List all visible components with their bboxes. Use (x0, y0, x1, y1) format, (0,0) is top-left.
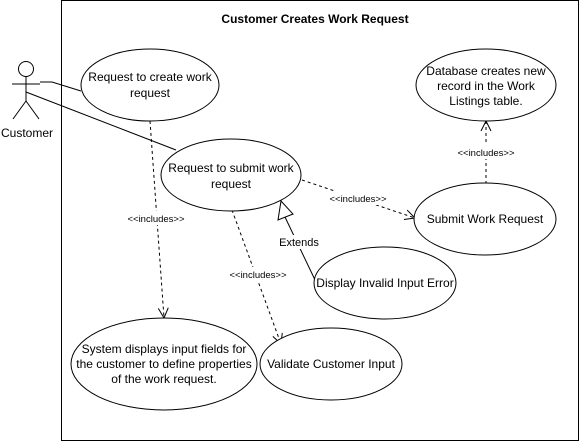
usecase-request-create[interactable]: Request to create work request (80, 48, 220, 122)
svg-text:request: request (130, 86, 171, 100)
usecase-validate[interactable]: Validate Customer Input (259, 327, 403, 401)
usecase-db-create[interactable]: Database creates new record in the Work … (415, 48, 557, 122)
extend-arrow (277, 199, 317, 283)
extends-label: Extends (279, 237, 319, 249)
svg-text:request: request (211, 177, 252, 191)
svg-text:Request to submit work: Request to submit work (168, 161, 294, 175)
include-arrow-submit (301, 179, 415, 218)
svg-text:Database creates new: Database creates new (426, 64, 546, 78)
svg-text:Listings table.: Listings table. (449, 94, 522, 108)
usecase-invalid-input[interactable]: Display Invalid Input Error (313, 246, 457, 320)
svg-text:of the work request.: of the work request. (111, 372, 216, 386)
includes-label-fields: <<includes>> (127, 214, 184, 225)
includes-label-submit: <<includes>> (329, 194, 386, 205)
svg-text:Display Invalid Input Error: Display Invalid Input Error (316, 276, 453, 290)
svg-text:record in the Work: record in the Work (437, 79, 536, 93)
diagram-title: Customer Creates Work Request (221, 12, 408, 26)
svg-text:the customer to define propert: the customer to define properties (76, 357, 251, 371)
svg-text:Submit Work Request: Submit Work Request (427, 212, 544, 226)
usecase-request-submit[interactable]: Request to submit work request (160, 138, 302, 212)
usecase-display-fields[interactable]: System displays input fields for the cus… (70, 317, 258, 411)
usecase-submit-work[interactable]: Submit Work Request (413, 182, 557, 256)
customer-actor[interactable] (12, 61, 40, 120)
association-create (40, 81, 82, 92)
svg-text:System displays input fields f: System displays input fields for (82, 342, 247, 356)
includes-label-db: <<includes>> (457, 148, 514, 159)
includes-label-validate: <<includes>> (229, 270, 286, 281)
actor-label: Customer (1, 126, 53, 140)
svg-text:Validate Customer Input: Validate Customer Input (267, 357, 396, 371)
svg-text:Request to create work: Request to create work (88, 70, 212, 84)
